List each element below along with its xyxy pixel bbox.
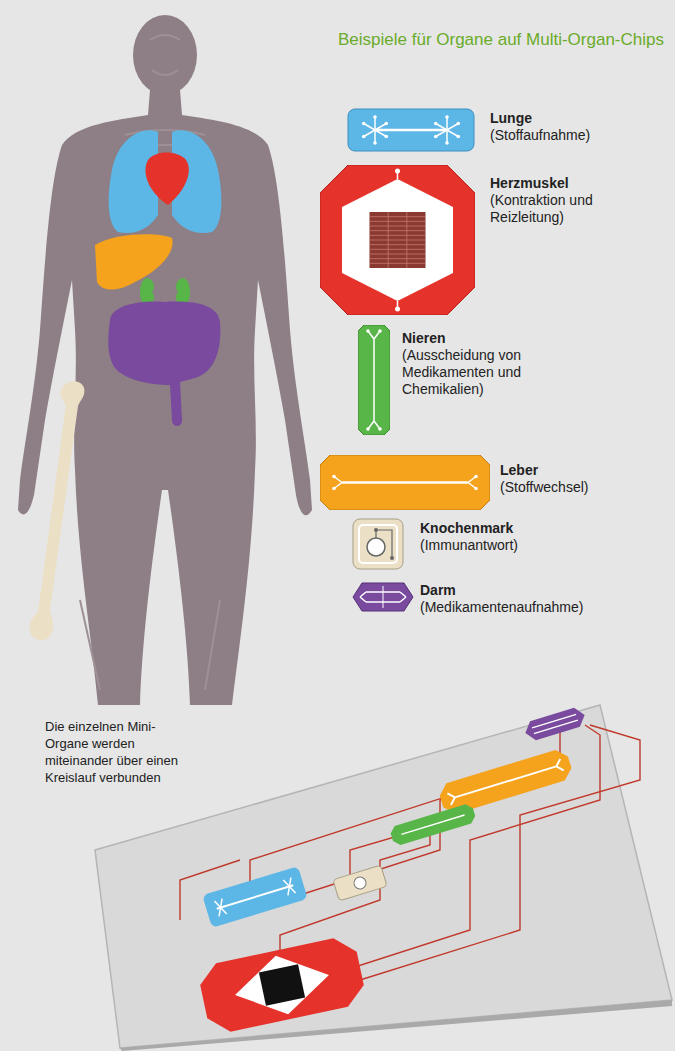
organ-chip: Nieren(Ausscheidung von Medikamenten und…	[358, 325, 562, 435]
organ-name: Lunge	[490, 110, 660, 127]
chip-plate	[95, 705, 672, 1051]
organ-function: (Stoffaufnahme)	[490, 127, 660, 144]
chip-icon	[348, 109, 474, 151]
heart	[145, 153, 188, 206]
organ-chip: Darm(Medikamentenaufnahme)	[352, 582, 620, 618]
chip-icon	[358, 325, 390, 435]
chip-caption: Lunge(Stoffaufnahme)	[490, 110, 660, 144]
organ-name: Leber	[500, 462, 640, 479]
chip-icon	[347, 108, 475, 152]
chip-icon	[353, 583, 413, 611]
organ-chip: Leber(Stoffwechsel)	[320, 455, 640, 510]
title: Beispiele für Organe auf Multi-Organ-Chi…	[338, 30, 664, 50]
organ-chip: Herzmuskel(Kontraktion und Reizleitung)	[320, 165, 640, 315]
chip-caption: Nieren(Ausscheidung von Medikamenten und…	[402, 330, 562, 398]
intestines	[108, 302, 220, 426]
chip-icon	[353, 519, 403, 569]
organ-chip: Lunge(Stoffaufnahme)	[347, 108, 660, 152]
liver	[95, 234, 173, 289]
caption-note: Die einzelnen Mini-Organe werden miteina…	[45, 718, 195, 786]
chip-caption: Herzmuskel(Kontraktion und Reizleitung)	[490, 175, 640, 226]
organ-name: Darm	[420, 582, 620, 599]
organ-function: (Kontraktion und Reizleitung)	[490, 192, 640, 226]
circulation-lines	[180, 725, 640, 990]
lungs	[109, 130, 222, 233]
chip-caption: Leber(Stoffwechsel)	[500, 462, 640, 496]
organ-chip: Knochenmark(Immunantwort)	[352, 518, 580, 570]
chip-icon	[352, 518, 404, 570]
organ-name: Knochenmark	[420, 520, 580, 537]
chip-icon	[320, 455, 490, 510]
chip-icon	[320, 165, 475, 315]
organ-function: (Stoffwechsel)	[500, 479, 640, 496]
organ-name: Herzmuskel	[490, 175, 640, 192]
organ-function: (Ausscheidung von Medikamenten und Chemi…	[402, 347, 562, 398]
chip-caption: Knochenmark(Immunantwort)	[420, 520, 580, 554]
chip-icon	[320, 165, 475, 315]
chip-icon	[320, 455, 490, 510]
organ-name: Nieren	[402, 330, 562, 347]
human-silhouette	[18, 15, 312, 705]
organs	[30, 130, 222, 640]
chip-icon	[352, 582, 414, 612]
bone	[30, 381, 85, 640]
organ-function: (Immunantwort)	[420, 537, 580, 554]
organ-function: (Medikamentenaufnahme)	[420, 599, 620, 616]
chip-caption: Darm(Medikamentenaufnahme)	[420, 582, 620, 616]
chip-icon	[358, 325, 390, 435]
